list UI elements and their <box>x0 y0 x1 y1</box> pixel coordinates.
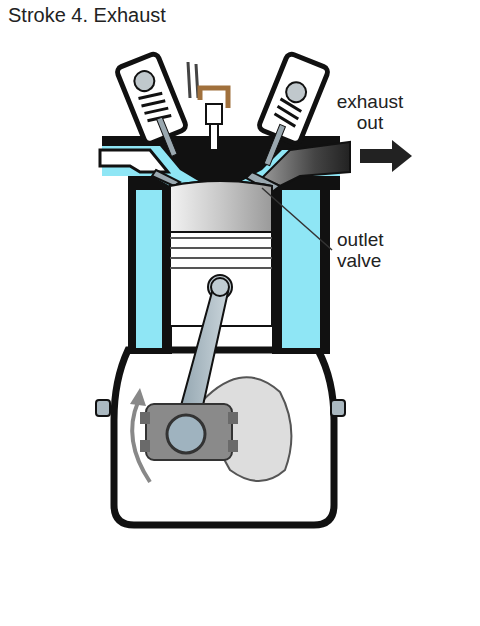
crankshaft <box>140 404 238 460</box>
flow-label: exhaust out <box>322 92 418 134</box>
bolt <box>331 400 345 416</box>
title: Stroke 4. Exhaust <box>8 4 166 27</box>
part-label: outlet valve <box>337 230 413 272</box>
water-jacket <box>136 188 162 348</box>
rotation-arrow <box>132 402 150 482</box>
intake-port <box>100 150 168 172</box>
water-jacket <box>282 188 320 348</box>
intake-valve-housing <box>116 52 195 163</box>
bolt <box>96 400 110 416</box>
cylinder-wall <box>272 182 330 354</box>
crankcase <box>114 350 334 525</box>
spark-plug <box>188 62 228 150</box>
leader-line <box>262 188 332 250</box>
rotation-arrowhead <box>130 388 146 406</box>
intake-valve <box>152 170 180 186</box>
exhaust-arrow <box>360 140 412 172</box>
outlet-valve-housing <box>247 52 330 172</box>
cylinder-wall <box>128 182 172 354</box>
